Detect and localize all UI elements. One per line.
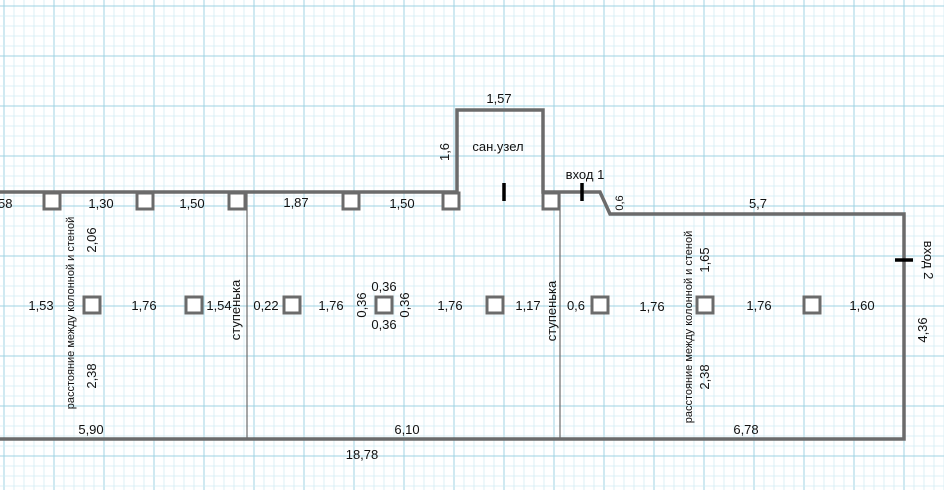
step-label-left: ступенька xyxy=(228,279,243,340)
column xyxy=(42,191,62,211)
row-span-label: 1,76 xyxy=(318,298,343,313)
columns xyxy=(42,191,822,315)
row-span-label: 1,76 xyxy=(746,298,771,313)
column xyxy=(341,191,361,211)
column xyxy=(82,295,102,315)
column-size-label: 0,36 xyxy=(354,292,369,317)
step-offset-label: 0,6 xyxy=(614,195,626,210)
outer-wall xyxy=(0,108,906,441)
top-span-label: 1,50 xyxy=(389,196,414,211)
column xyxy=(695,295,715,315)
column-wall-note-label: расстояние между колонной и стеной xyxy=(65,217,77,410)
column xyxy=(227,191,247,211)
walls xyxy=(0,108,906,441)
column-size-label: 0,36 xyxy=(397,292,412,317)
entrance-1-label: вход 1 xyxy=(566,167,605,182)
top-span-label: 1,30 xyxy=(88,196,113,211)
bottom-span-label: 6,10 xyxy=(394,422,419,437)
column-wall-distance-label: 2,38 xyxy=(84,363,99,388)
doors xyxy=(502,183,913,262)
column xyxy=(541,191,561,211)
row-span-label: 0,6 xyxy=(567,298,585,313)
column-wall-note-label: расстояние между колонной и стеной xyxy=(683,231,695,424)
row-span-label: 1,54 xyxy=(206,298,231,313)
total-length-label: 18,78 xyxy=(346,447,379,462)
bottom-span-label: 6,78 xyxy=(733,422,758,437)
right-top-width-label: 5,7 xyxy=(749,196,767,211)
bottom-span-label: 5,90 xyxy=(78,422,103,437)
right-height-label: 4,36 xyxy=(915,317,930,342)
row-span-label: 1,76 xyxy=(131,298,156,313)
row-span-label: 1,53 xyxy=(28,298,53,313)
row-span-label: 1,17 xyxy=(515,298,540,313)
row-span-label: 1,76 xyxy=(639,299,664,314)
row-span-label: 0,22 xyxy=(253,298,278,313)
wc-height-label: 1,6 xyxy=(437,143,452,161)
row-span-label: 1,76 xyxy=(437,298,462,313)
column-wall-distance-label: 1,65 xyxy=(697,247,712,272)
column-wall-distance-label: 2,38 xyxy=(697,364,712,389)
top-span-label: 1,87 xyxy=(283,195,308,210)
column-wall-distance-label: 2,06 xyxy=(84,227,99,252)
wc-width-label: 1,57 xyxy=(486,91,511,106)
column-size-label: 0,36 xyxy=(371,279,396,294)
column xyxy=(135,191,155,211)
column xyxy=(282,295,302,315)
column xyxy=(184,295,204,315)
row-span-label: 1,60 xyxy=(849,298,874,313)
dimension-labels: 1,57 1,6 сан.узел вход 1 вход 2 0,6 5,7 … xyxy=(0,91,936,462)
column xyxy=(485,295,505,315)
entrance-2-label: вход 2 xyxy=(921,241,936,280)
edge-fragment-label: 58 xyxy=(0,196,12,211)
column-size-label: 0,36 xyxy=(371,317,396,332)
column xyxy=(802,295,822,315)
wc-room-label: сан.узел xyxy=(472,139,523,154)
top-span-label: 1,50 xyxy=(179,196,204,211)
step-label-right: ступенька xyxy=(544,280,559,341)
column xyxy=(590,295,610,315)
column xyxy=(374,295,394,315)
column xyxy=(441,191,461,211)
